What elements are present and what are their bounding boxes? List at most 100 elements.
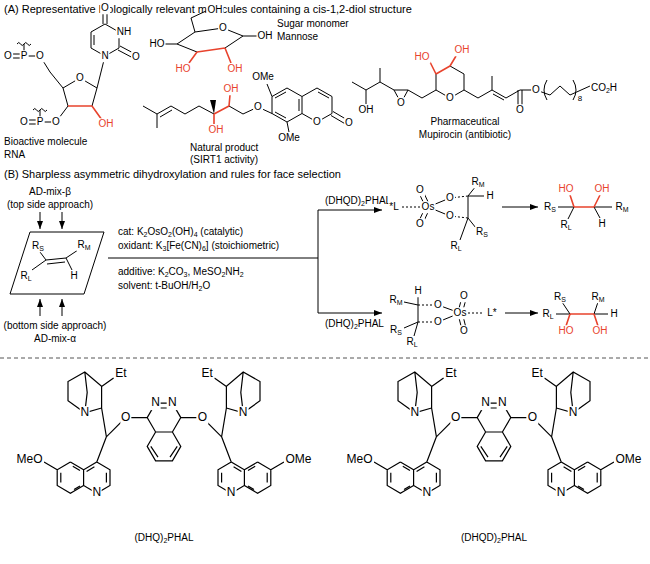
reagent-label: (bottom side approach) xyxy=(4,320,107,332)
atom-label: OH xyxy=(257,30,274,42)
atom-label: O xyxy=(531,84,541,96)
wedge-bond xyxy=(210,100,216,114)
atom-label: N xyxy=(150,396,161,410)
bond-lines xyxy=(352,66,590,110)
atom-label: N xyxy=(226,486,237,500)
bond-lines xyxy=(558,207,612,219)
diol-bonds xyxy=(566,314,598,326)
subscript: 2 xyxy=(497,537,501,544)
subscript: 3 xyxy=(184,271,188,278)
atom-label: N xyxy=(421,486,432,500)
substituent-label: RS xyxy=(389,324,403,336)
atom-label: N xyxy=(91,486,102,500)
atom-label: Os xyxy=(421,201,436,213)
branch-arrow xyxy=(318,210,382,211)
dashed-bonds xyxy=(418,305,484,322)
alkene-panel xyxy=(10,212,104,316)
subscript: M xyxy=(397,299,403,306)
subscript: 2 xyxy=(354,323,358,330)
face-plane xyxy=(10,232,104,294)
atom-label: P xyxy=(20,50,29,62)
atom-label: O xyxy=(51,116,61,128)
atom-label: O xyxy=(19,116,29,128)
atom-label: O xyxy=(3,50,13,62)
subscript: S xyxy=(397,329,402,336)
atom-label: OMe xyxy=(251,71,275,83)
caption-text: Natural product xyxy=(190,142,258,154)
subscript: 3 xyxy=(162,245,166,252)
substituent-label: RS xyxy=(543,201,557,213)
substituent-label: RM xyxy=(76,239,91,251)
subscript: S xyxy=(483,231,488,238)
atom-label: O xyxy=(131,51,141,63)
atom-label: Et xyxy=(444,367,457,381)
diol-atom-label: HO xyxy=(175,63,192,75)
reagent-label: AD-mix-β xyxy=(29,186,71,198)
diol-bonds xyxy=(430,56,456,74)
condition-text: (DHQD)2PHAL xyxy=(325,195,391,207)
bond-lines xyxy=(8,12,137,124)
atom-label: O xyxy=(459,290,469,302)
reagent-label: AD-mix-α xyxy=(34,333,76,345)
condition-text: additive: K2CO3, MeSO2NH2 xyxy=(118,266,244,278)
diol-atom-label: OH xyxy=(592,325,609,337)
atom-label: OMe xyxy=(614,453,642,467)
diol-atom-label: OH xyxy=(454,44,471,56)
diol-bonds xyxy=(189,48,231,63)
subscript: 2 xyxy=(361,200,365,207)
atom-label: O xyxy=(445,92,455,104)
subscript: S xyxy=(39,245,44,252)
reaction-line xyxy=(108,210,318,313)
atom-label: O xyxy=(450,411,461,425)
atom-label: O xyxy=(445,210,455,222)
atom-label: N xyxy=(568,406,579,420)
diol-atom-label: OH xyxy=(208,124,225,136)
dashed-divider xyxy=(0,358,650,359)
atom-label: O xyxy=(218,22,228,34)
caption-text: RNA xyxy=(4,149,25,161)
atom-label: OMe xyxy=(284,453,312,467)
atom-label: O xyxy=(197,411,208,425)
diol-atom-label: OH xyxy=(223,83,240,95)
coumarin-structure xyxy=(143,84,350,132)
subscript: L xyxy=(414,341,418,348)
atom-label: H xyxy=(485,190,494,202)
substituent-label: RS xyxy=(31,240,45,252)
atom-label: Et xyxy=(531,367,544,381)
atom-label: OH xyxy=(207,4,224,16)
approach-arrow xyxy=(62,212,63,229)
approach-arrow xyxy=(40,299,41,316)
diol-bonds xyxy=(570,195,600,207)
substituent-label: RM xyxy=(590,291,605,303)
repeat-count: 8 xyxy=(577,94,583,103)
caption-text: Bioactive molecule xyxy=(4,136,87,148)
atom-label: N xyxy=(238,406,249,420)
product-arrow xyxy=(505,313,538,314)
substituent-label: RS xyxy=(475,226,489,238)
atom-label: O xyxy=(433,316,443,328)
diol-atom-label: HO xyxy=(414,51,431,63)
atom-label: N xyxy=(497,396,508,410)
subscript: M xyxy=(599,296,605,303)
section-heading: (B) Sharpless asymmetric dihydroxylation… xyxy=(4,168,341,181)
substituent-label: RL xyxy=(19,270,32,282)
subscript: L xyxy=(458,245,462,252)
condition-text: cat: K2OsO2(OH)4 (catalytic) xyxy=(118,226,243,238)
dashed-bonds xyxy=(402,196,468,218)
bond-lines xyxy=(143,84,350,132)
branch-arrow xyxy=(318,313,382,314)
atom-label: O xyxy=(35,50,45,62)
alkene-bonds xyxy=(32,250,78,270)
diol-atom-label: HO xyxy=(558,183,575,195)
diol-atom-label: HO xyxy=(558,325,575,337)
atom-label: N xyxy=(167,396,178,410)
substituent-label: RS xyxy=(553,291,567,303)
subscript: 6 xyxy=(202,245,206,252)
subscript: M xyxy=(623,206,629,213)
caption-text: Sugar monomer xyxy=(277,18,349,30)
atom-label: O xyxy=(527,411,538,425)
bond-lines xyxy=(165,11,257,52)
bottom-complex xyxy=(404,296,608,336)
substituent-label: RL xyxy=(541,308,554,320)
atom-label: P xyxy=(36,116,45,128)
